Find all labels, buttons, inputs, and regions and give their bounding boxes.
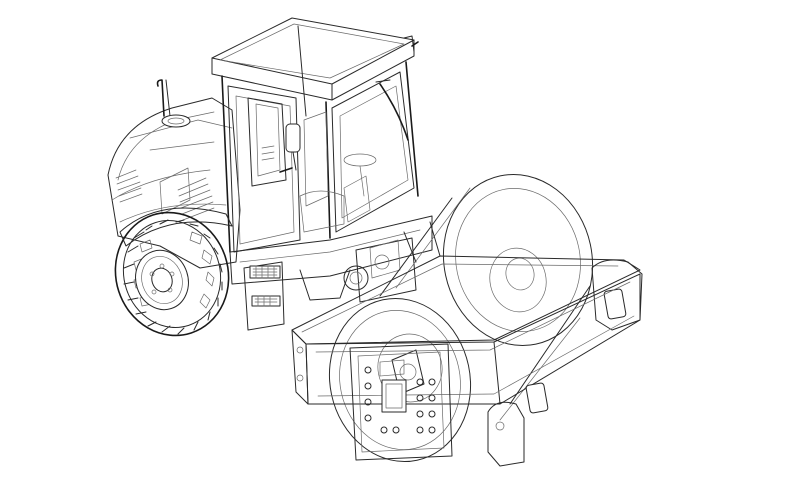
hood-vent-right [177,177,215,221]
wheel-rim [135,249,189,311]
exhaust-pipe [156,79,191,128]
roller-frame [291,221,643,467]
tire-tread [123,219,223,335]
panel-buttons [364,366,436,434]
panel-display [381,379,407,413]
access-steps [243,261,285,331]
roller-drum [328,173,594,463]
chassis [229,215,433,303]
rear-wheel [114,207,233,337]
engine-hood [107,97,241,269]
front-panel [349,343,453,461]
hood-vent-left [115,169,143,203]
side-mirror [285,123,301,171]
operator-cab [211,17,419,253]
